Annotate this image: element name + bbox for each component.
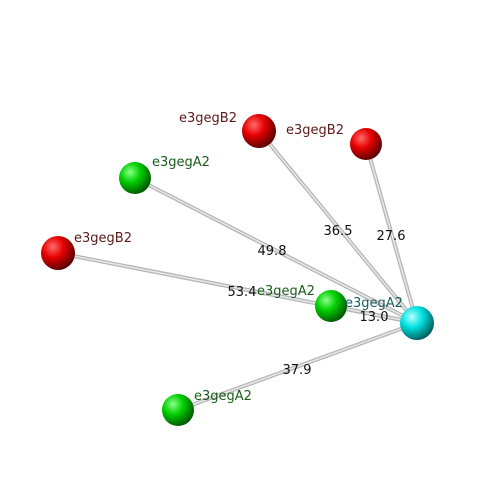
node-labels-layer: e3gegB2 e3gegB2 e3gegA2 e3gegB2 e3gegA2 e3geg…	[74, 111, 403, 404]
distance-label: 36.5	[324, 224, 353, 239]
center-node[interactable]	[400, 306, 434, 340]
distance-label: 27.6	[377, 229, 406, 244]
distance-label: 49.8	[258, 244, 287, 259]
neighbor-node-label: e3gegB2	[286, 123, 344, 138]
center-node-label: e3gegA2	[345, 296, 403, 311]
edge-highlight	[365, 143, 418, 324]
neighbor-node[interactable]	[315, 290, 347, 322]
neighbor-node-label: e3gegA2	[194, 389, 252, 404]
edge-highlight	[134, 177, 418, 324]
neighbor-node[interactable]	[119, 162, 151, 194]
neighbor-node[interactable]	[242, 114, 276, 148]
edge-highlight	[177, 322, 418, 411]
edges-layer	[56, 129, 419, 412]
neighbor-node-label: e3gegB2	[74, 231, 132, 246]
distance-label: 13.0	[360, 310, 389, 325]
neighbor-node-label: e3gegA2	[257, 284, 315, 299]
nodes-layer	[41, 114, 434, 426]
edge-highlight	[258, 130, 418, 324]
neighbor-node-label: e3gegB2	[179, 111, 237, 126]
distance-labels-layer: 36.5 27.6 49.8 53.4 13.0 37.9	[228, 224, 406, 378]
distance-label: 37.9	[283, 363, 312, 378]
distance-label: 53.4	[228, 285, 257, 300]
neighbor-node[interactable]	[350, 128, 382, 160]
neighbor-node[interactable]	[162, 394, 194, 426]
neighbor-node[interactable]	[41, 236, 75, 270]
neighbor-node-label: e3gegA2	[152, 155, 210, 170]
